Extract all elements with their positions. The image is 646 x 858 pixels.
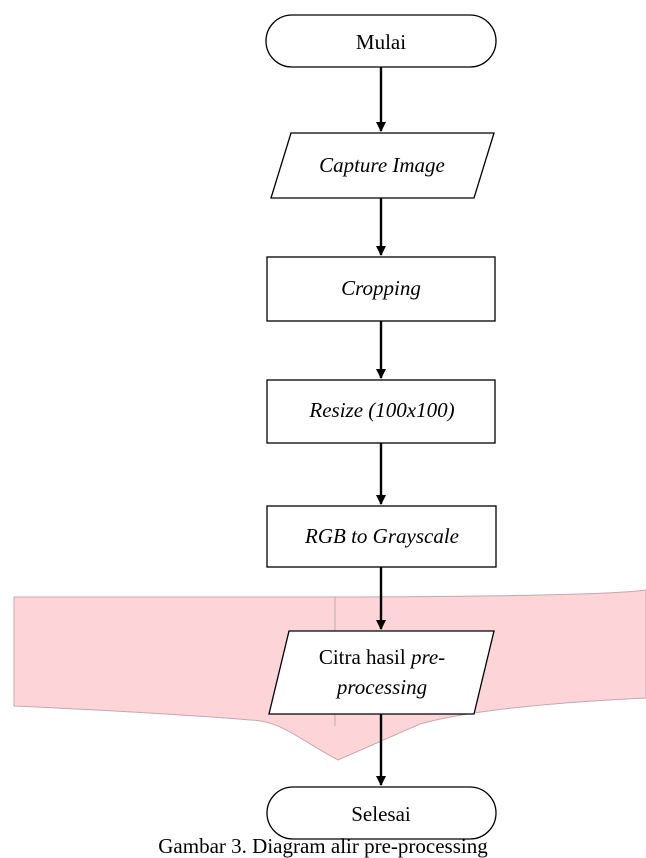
node-result-text-italic: pre- <box>409 645 445 669</box>
parallelogram-shape <box>268 630 495 715</box>
node-result-label: Citra hasil pre- <box>319 645 445 669</box>
node-result: Citra hasil pre- processing <box>268 630 495 715</box>
node-capture-image: Capture Image <box>270 132 495 199</box>
terminator-shape <box>266 786 497 840</box>
node-capture-image-label: Capture Image <box>319 153 445 177</box>
node-resize: Resize (100x100) <box>266 379 496 444</box>
node-grayscale: RGB to Grayscale <box>266 505 497 568</box>
figure-caption: Gambar 3. Diagram alir pre-processing <box>158 834 488 858</box>
node-start-label: Mulai <box>356 30 406 54</box>
node-cropping: Cropping <box>266 256 496 322</box>
parallelogram-shape <box>270 132 495 199</box>
node-grayscale-label: RGB to Grayscale <box>304 524 459 548</box>
node-cropping-label: Cropping <box>341 276 421 300</box>
node-result-text-normal: Citra hasil <box>319 645 411 669</box>
process-shape <box>266 505 497 568</box>
process-shape <box>266 379 496 444</box>
node-result-label-line2: processing <box>335 675 427 699</box>
node-end-label: Selesai <box>351 802 411 826</box>
node-start: Mulai <box>265 14 497 68</box>
node-resize-label: Resize (100x100) <box>308 398 454 422</box>
terminator-shape <box>265 14 497 68</box>
process-shape <box>266 256 496 322</box>
node-end: Selesai <box>266 786 497 840</box>
